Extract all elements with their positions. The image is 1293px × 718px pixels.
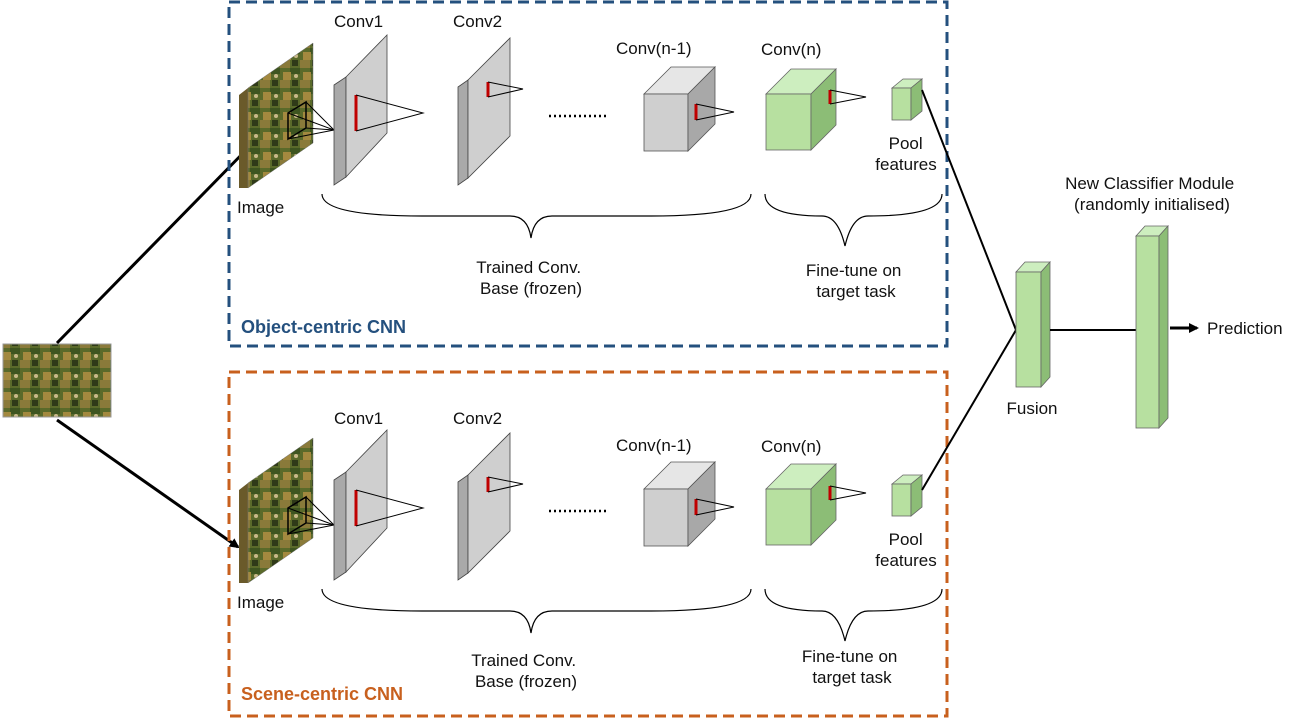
- conv2-label: Conv2: [453, 12, 502, 31]
- convn-side: [810, 68, 837, 151]
- branch-image-slab: [239, 88, 248, 188]
- conv1-label: Conv1: [334, 12, 383, 31]
- pool-to-fusion-bottom: [921, 329, 1017, 491]
- finetune-brace: [764, 193, 943, 247]
- convn-label: Conv(n): [761, 437, 821, 456]
- frozen-brace: [321, 193, 752, 239]
- convn-projection: [829, 485, 867, 501]
- image-to-conv1-line-c: [287, 524, 335, 535]
- convn1-label: Conv(n-1): [616, 39, 692, 58]
- branch-image: [247, 437, 314, 584]
- convn-side: [810, 463, 837, 546]
- fusion-side: [1040, 260, 1051, 389]
- input-image: [2, 343, 112, 418]
- pool-front: [891, 483, 912, 517]
- branch-title: Object-centric CNN: [241, 317, 406, 337]
- image-to-conv1-line-b: [287, 112, 335, 131]
- conv2-face: [467, 37, 511, 179]
- input-arrow-bottom: [56, 418, 240, 549]
- pool-side: [910, 474, 923, 517]
- convn-front: [765, 488, 812, 546]
- convn1-side: [687, 461, 716, 547]
- input-arrow-top: [55, 143, 253, 345]
- pool-to-fusion-top: [921, 89, 1017, 331]
- scene-branch-border: [227, 370, 949, 718]
- convn1-label: Conv(n-1): [616, 436, 692, 455]
- convn1-side: [687, 66, 716, 152]
- conv1-face: [345, 34, 388, 179]
- finetune-brace: [764, 588, 943, 642]
- classifier-block: [1135, 224, 1169, 430]
- conv1-label: Conv1: [334, 409, 383, 428]
- frozen-label: Trained Conv. Base (frozen): [471, 651, 581, 691]
- conv2-projection: [487, 81, 524, 98]
- fusion-front: [1015, 271, 1042, 388]
- convn-label: Conv(n): [761, 40, 821, 59]
- object-branch-border: [227, 0, 949, 348]
- image-receptive-field: [287, 100, 307, 141]
- finetune-label: Fine-tune on target task: [802, 647, 902, 687]
- pool-label: Pool features: [875, 134, 936, 174]
- branch-image: [247, 42, 314, 189]
- pool-front: [891, 87, 912, 121]
- classifier-label: New Classifier Module (randomly initiali…: [1065, 174, 1239, 214]
- classifier-side: [1158, 224, 1169, 430]
- conv1-front: [333, 471, 347, 581]
- conv2-label: Conv2: [453, 409, 502, 428]
- image-label: Image: [237, 593, 284, 612]
- image-to-conv1-line-c: [287, 129, 335, 140]
- convn1-projection: [695, 498, 735, 516]
- pool-side: [910, 78, 923, 121]
- conv1-front: [333, 76, 347, 186]
- prediction-label: Prediction: [1207, 319, 1283, 338]
- pool-label: Pool features: [875, 530, 936, 570]
- fusion-label: Fusion: [1006, 399, 1057, 418]
- image-to-conv1-line-b: [287, 507, 335, 526]
- conv2-projection: [487, 476, 524, 493]
- convn1-front: [643, 93, 689, 152]
- branch-title: Scene-centric CNN: [241, 684, 403, 704]
- conv1-face: [345, 429, 388, 574]
- finetune-label: Fine-tune on target task: [806, 261, 906, 301]
- convn1-projection: [695, 103, 735, 121]
- scene-centric-branch: Image Conv1 Conv2 Conv(n-1) Conv(n) Pool…: [227, 370, 949, 718]
- frozen-brace: [321, 588, 752, 634]
- fusion-block: [1015, 260, 1051, 389]
- image-label: Image: [237, 198, 284, 217]
- conv1-projection: [355, 489, 425, 527]
- object-centric-branch: Image Conv1 Conv2 Conv(n-1) Conv(n): [227, 0, 949, 348]
- conv1-projection: [355, 94, 425, 132]
- classifier-front: [1135, 235, 1160, 429]
- conv2-face: [467, 432, 511, 574]
- frozen-label: Trained Conv. Base (frozen): [476, 258, 586, 298]
- conv2-front: [457, 474, 469, 581]
- convn1-front: [643, 488, 689, 547]
- convn-projection: [829, 89, 867, 105]
- conv2-front: [457, 79, 469, 186]
- branch-image-slab: [239, 483, 248, 583]
- convn-front: [765, 93, 812, 151]
